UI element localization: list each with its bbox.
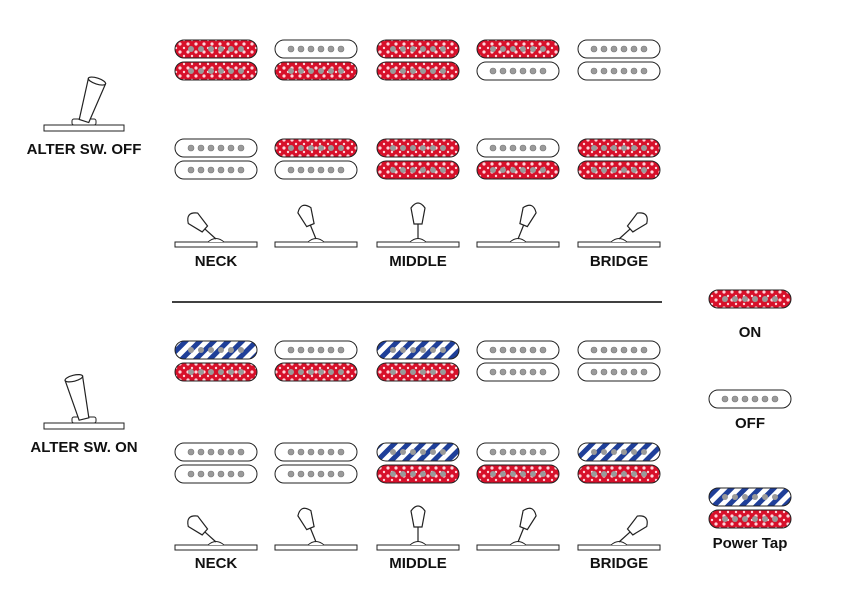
pickup-coil-bottom (274, 362, 358, 382)
selector-switch-rows (174, 202, 661, 551)
pickup-coil-bottom (376, 362, 460, 382)
selector-switch-icon (174, 515, 258, 551)
pickup-coil-bottom (174, 61, 258, 81)
legend-off-coil (708, 389, 792, 409)
legend-power-tap-coil-bottom (708, 509, 792, 529)
pickup-coil-bottom (577, 362, 661, 382)
legend (708, 289, 792, 529)
pickup-coil-bottom (476, 362, 560, 382)
selector-switch-icon (174, 212, 258, 248)
selector-label-middle: MIDDLE (389, 253, 447, 270)
selector-label-bridge: BRIDGE (590, 253, 648, 270)
legend-on-label: ON (739, 324, 762, 341)
pickup-coil-top (577, 340, 661, 360)
selector-switch-icon (577, 515, 661, 551)
pickup-coil-top (376, 442, 460, 462)
alter-switch-on-icon (43, 374, 125, 430)
pickup-coil-top (577, 39, 661, 59)
pickup-coil-top (274, 39, 358, 59)
alter-switch-off-icon (43, 76, 125, 132)
pickup-coil-bottom (274, 464, 358, 484)
pickup-coil-bottom (476, 160, 560, 180)
selector-label-bridge-2: BRIDGE (590, 555, 648, 572)
selector-switch-icon (274, 204, 358, 248)
legend-power-tap-label: Power Tap (713, 535, 788, 552)
pickup-coil-bottom (577, 464, 661, 484)
selector-switch-icon (577, 212, 661, 248)
pickup-coil-top (174, 442, 258, 462)
selector-switch-icon (376, 505, 460, 551)
pickup-coil-bottom (376, 464, 460, 484)
selector-label-neck: NECK (195, 253, 238, 270)
legend-off-label: OFF (735, 415, 765, 432)
pickup-coil-top (174, 340, 258, 360)
alter-switch-on-label: ALTER SW. ON (30, 439, 137, 456)
pickup-coil-top (476, 39, 560, 59)
selector-label-neck-2: NECK (195, 555, 238, 572)
pickup-coil-bottom (577, 61, 661, 81)
pickup-coil-bottom (476, 464, 560, 484)
pickup-coil-bottom (376, 61, 460, 81)
pickup-coil-top (476, 442, 560, 462)
pickup-coil-bottom (174, 464, 258, 484)
pickup-coil-top (274, 138, 358, 158)
selector-label-middle-2: MIDDLE (389, 555, 447, 572)
pickup-coil-bottom (274, 160, 358, 180)
pickup-coil-top (476, 138, 560, 158)
legend-power-tap-coil-top (708, 487, 792, 507)
pickup-coil-bottom (376, 160, 460, 180)
pickup-coil-bottom (577, 160, 661, 180)
selector-switch-icon (274, 507, 358, 551)
pickup-grid (174, 39, 661, 484)
pickup-coil-top (476, 340, 560, 360)
pickup-coil-top (577, 442, 661, 462)
legend-on-coil (708, 289, 792, 309)
pickup-coil-top (376, 39, 460, 59)
pickup-coil-top (577, 138, 661, 158)
pickup-coil-top (174, 39, 258, 59)
pickup-coil-top (174, 138, 258, 158)
selector-switch-icon (476, 204, 560, 248)
alter-switch-off-label: ALTER SW. OFF (27, 141, 142, 158)
pickup-coil-bottom (174, 160, 258, 180)
pickup-coil-top (274, 340, 358, 360)
pickup-coil-bottom (174, 362, 258, 382)
pickup-coil-top (376, 340, 460, 360)
pickup-coil-bottom (476, 61, 560, 81)
pickup-coil-top (274, 442, 358, 462)
selector-switch-icon (376, 202, 460, 248)
selector-switch-icon (476, 507, 560, 551)
pickup-coil-bottom (274, 61, 358, 81)
pickup-coil-top (376, 138, 460, 158)
